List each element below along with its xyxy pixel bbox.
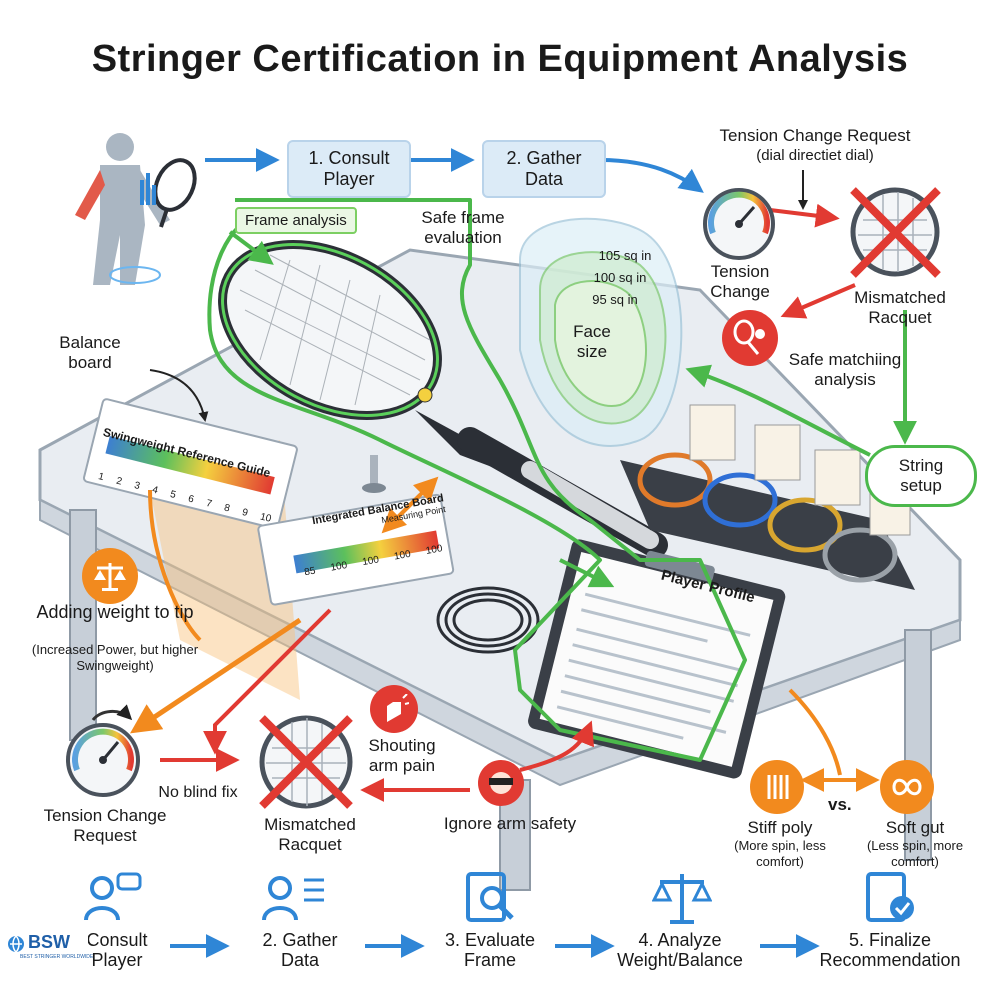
tension-request-top-subtitle: (dial directiet dial) xyxy=(756,147,874,164)
bottom-step-4-label: 4. Analyze Weight/Balance xyxy=(617,930,743,970)
ignore-arm-safety-label: Ignore arm safety xyxy=(443,814,577,833)
logo-text: BSW xyxy=(28,932,70,952)
bsw-logo: BSW BEST STRINGER WORLDWIDE xyxy=(6,930,93,970)
frame-analysis-tag: Frame analysis xyxy=(235,207,357,234)
face-size-95: 95 sq in xyxy=(592,292,638,307)
bottom-process-row: Consult Player 2. Gather Data 3. Evaluat… xyxy=(0,868,1000,988)
vs-label: vs. xyxy=(828,795,852,814)
tension-gauge-bottom-icon xyxy=(66,723,140,797)
face-size-label: Face size xyxy=(573,322,611,361)
string-tray xyxy=(620,404,915,590)
face-size-100: 100 sq in xyxy=(593,270,647,285)
stiff-poly-title: Stiff poly xyxy=(747,818,813,837)
mismatched-racquet-bottom-icon xyxy=(259,715,353,809)
swingweight-tick: 3 xyxy=(132,480,142,493)
balance-board-label: Balance board xyxy=(59,333,121,372)
adding-weight-title: Adding weight to tip xyxy=(36,602,194,622)
analysis-path xyxy=(207,198,747,762)
person-list-icon xyxy=(262,876,324,921)
integrated-tick: 85 xyxy=(303,565,317,579)
clipboard-check-icon xyxy=(866,872,914,922)
clipboard-magnifier-icon xyxy=(466,872,514,922)
swingweight-tick: 7 xyxy=(204,497,213,511)
arm-pain-alert-icon xyxy=(370,685,418,733)
stiff-poly-icon xyxy=(750,760,804,814)
string-coil-black xyxy=(436,586,540,654)
face-size-overlay xyxy=(519,217,683,447)
tension-request-top-title: Tension Change Request xyxy=(719,126,911,145)
bottom-step-1-label: Consult Player xyxy=(86,930,148,970)
bottom-step-5-label: 5. Finalize Recommendation xyxy=(819,930,961,970)
swingweight-tick: 8 xyxy=(222,502,231,515)
swingweight-tick: 5 xyxy=(168,489,178,502)
tension-gauge-icon xyxy=(703,188,775,260)
face-size-105: 105 sq in xyxy=(598,248,652,263)
shouting-arm-pain-label: Shouting arm pain xyxy=(368,736,436,775)
swingweight-guide-card xyxy=(82,398,298,530)
swingweight-tick: 9 xyxy=(240,506,249,519)
soft-gut-title: Soft gut xyxy=(885,818,945,837)
bottom-step-3-label: 3. Evaluate Frame xyxy=(444,930,536,970)
logo-globe-icon xyxy=(8,935,24,953)
swingweight-tick: 4 xyxy=(150,484,160,497)
swingweight-tick: 10 xyxy=(258,511,273,525)
person-chat-icon xyxy=(84,872,142,921)
racquet-injury-warning-icon xyxy=(722,310,778,366)
scale-icon xyxy=(82,548,138,604)
soft-gut-note: (Less spin, more comfort) xyxy=(866,838,964,869)
logo-subtext: BEST STRINGER WORLDWIDE xyxy=(20,954,94,960)
tension-change-label: Tension Change xyxy=(710,262,770,301)
blindfold-icon xyxy=(478,760,524,806)
bottom-step-2-label: 2. Gather Data xyxy=(262,930,338,970)
swingweight-tick: 1 xyxy=(97,471,106,484)
player-with-arm-pain-icon xyxy=(75,133,197,285)
step-consult-player: 1. Consult Player xyxy=(287,140,411,198)
page-title: Stringer Certification in Equipment Anal… xyxy=(91,38,909,80)
mismatched-racquet-top-label: Mismatched Racquet xyxy=(854,288,946,327)
soft-gut-icon xyxy=(880,760,934,814)
stiff-poly-note: (More spin, less comfort) xyxy=(734,838,826,869)
step-gather-data: 2. Gather Data xyxy=(482,140,606,198)
balance-scale-icon xyxy=(652,874,712,924)
mismatched-racquet-bottom-label: Mismatched Racquet xyxy=(264,815,356,854)
string-setup-pill: String setup xyxy=(865,445,977,507)
no-blind-fix-label: No blind fix xyxy=(158,784,238,801)
adding-weight-note: (Increased Power, but higher Swingweight… xyxy=(31,642,199,673)
balance-pivot xyxy=(362,455,386,493)
swingweight-tick: 2 xyxy=(115,475,124,488)
safe-matching-label: Safe matchiing analysis xyxy=(788,350,902,389)
mismatched-racquet-icon xyxy=(850,187,941,278)
clipboard xyxy=(528,539,786,779)
swingweight-tick: 6 xyxy=(186,493,195,506)
safe-frame-evaluation-label: Safe frame evaluation xyxy=(421,208,505,247)
tension-request-bottom-label: Tension Change Request xyxy=(43,806,167,845)
